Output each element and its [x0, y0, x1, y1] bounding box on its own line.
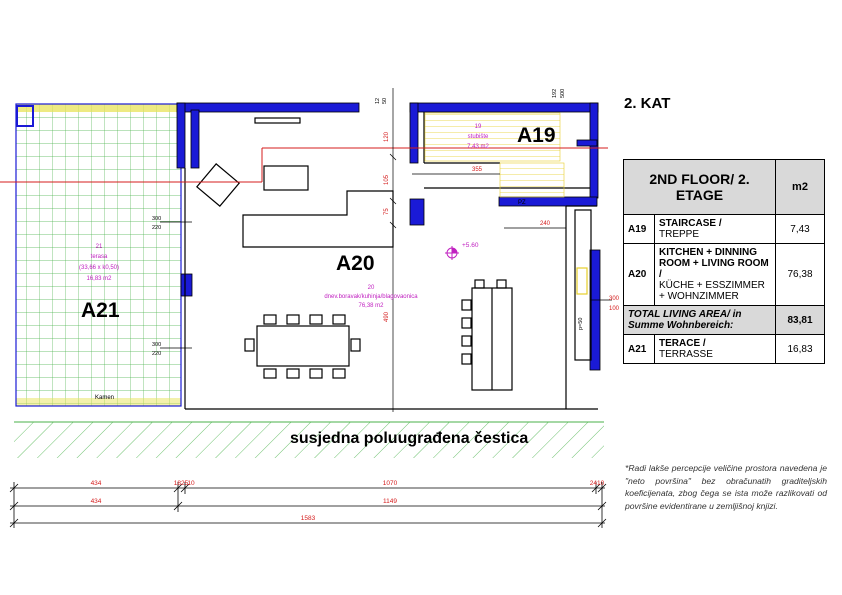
dim-300c: 300: [609, 296, 620, 302]
dim-75: 75: [384, 208, 390, 215]
interior-outline: [184, 112, 598, 410]
kamen-label: Kamen: [95, 395, 114, 401]
dim-row1-c: 10: [187, 480, 195, 487]
area-table-header: 2ND FLOOR/ 2. ETAGE m2: [623, 159, 825, 215]
dim-row2-b: 1149: [383, 498, 397, 505]
dim-row1-e: 2410: [590, 480, 605, 487]
row-desc-de: TREPPE: [659, 229, 700, 240]
room-label-a20: A20: [336, 252, 375, 275]
floor-plan: 1 120 105 75 490 355 240 300 100 300 220…: [0, 88, 620, 528]
bottom-dimensions: [9, 482, 607, 528]
dim-100c: 100: [609, 306, 620, 312]
room-a21-area: 16,83 m2: [86, 276, 112, 282]
row-desc: KITCHEN + DINNING ROOM + LIVING ROOM / K…: [654, 243, 776, 306]
dim-row1-b: 1825: [174, 480, 189, 487]
room-a19-name: stubište: [468, 134, 489, 140]
row-desc-de: TERRASSE: [659, 349, 713, 360]
area-table-title: 2ND FLOOR/ 2. ETAGE: [623, 159, 776, 215]
walls: [176, 102, 601, 371]
room-a19-num: 19: [475, 124, 482, 130]
section-line: [0, 147, 608, 183]
room-a20-area: 76,38 m2: [358, 303, 384, 309]
terrace-area: [15, 103, 182, 407]
dim-12: 12: [375, 98, 381, 104]
dim-500: 500: [560, 89, 566, 98]
floor-title: 2. KAT: [624, 95, 671, 112]
furniture: [196, 163, 588, 391]
room-a21-dims: (33,66 x k0,50): [79, 265, 119, 271]
row-value: 7,43: [775, 214, 825, 244]
row-desc-en: STAIRCASE /: [659, 218, 722, 229]
neighbor-label: susjedna poluugrađena čestica: [290, 430, 529, 447]
area-table: 2ND FLOOR/ 2. ETAGE m2 A19 STAIRCASE / T…: [623, 159, 825, 364]
internal-dimensions: [160, 88, 612, 412]
row-code: A20: [623, 243, 655, 306]
dim-row1-d: 1070: [383, 480, 398, 487]
row-desc-en: KITCHEN + DINNING ROOM + LIVING ROOM /: [659, 247, 769, 280]
total-row: TOTAL LIVING AREA/ in Summe Wohnbereich:…: [623, 305, 825, 335]
dim-300a: 300: [152, 216, 161, 222]
room-a21-name: terasa: [91, 254, 108, 260]
dim-row2-a: 434: [91, 498, 102, 505]
row-code: A21: [623, 334, 655, 364]
dim-120: 120: [384, 131, 390, 142]
area-table-unit: m2: [775, 159, 825, 215]
room-a19-area: 7,43 m2: [467, 144, 489, 150]
table-row: A21 TERACE / TERRASSE 16,83: [623, 334, 825, 364]
dim-300b: 300: [152, 342, 161, 348]
dim-490: 490: [384, 311, 390, 322]
room-a20-num: 20: [368, 285, 375, 291]
staircase: [424, 112, 565, 198]
footnote: *Radi lakše percepcije veličine prostora…: [625, 463, 827, 511]
row-desc-en: TERACE /: [659, 338, 706, 349]
row-code: A19: [623, 214, 655, 244]
total-value: 83,81: [775, 305, 825, 335]
total-label: TOTAL LIVING AREA/ in Summe Wohnbereich:: [623, 305, 776, 335]
room-a20-name: dnev.boravak/kuhinja/blagovaonica: [324, 294, 418, 300]
table-row: A19 STAIRCASE / TREPPE 7,43: [623, 214, 825, 244]
dim-192: 192: [552, 89, 558, 98]
table-row: A20 KITCHEN + DINNING ROOM + LIVING ROOM…: [623, 243, 825, 306]
pz-label: PZ: [518, 200, 526, 206]
dim-220b: 220: [152, 351, 161, 357]
dim-105: 105: [384, 174, 390, 185]
room-a21-num: 21: [96, 244, 103, 250]
dim-row1-a: 434: [91, 480, 102, 487]
row-value: 16,83: [775, 334, 825, 364]
level-marker-icon: [445, 246, 459, 260]
dim-240: 240: [540, 221, 551, 227]
pl-label: p=50: [578, 318, 584, 330]
bottom-dimension-labels: 434 1825 10 1070 2410 434 1149 1583: [91, 480, 605, 522]
neighbor-hatch: [14, 422, 604, 458]
row-desc-de: KÜCHE + ESSZIMMER + WOHNZIMMER: [659, 280, 765, 302]
dim-220a: 220: [152, 225, 161, 231]
room-label-a21: A21: [81, 299, 120, 322]
room-label-a19: A19: [517, 124, 556, 147]
row-desc: STAIRCASE / TREPPE: [654, 214, 776, 244]
dim-355: 355: [472, 167, 483, 173]
level-label: +5.60: [462, 242, 479, 249]
row-value: 76,38: [775, 243, 825, 306]
dim-50: 50: [382, 98, 388, 104]
row-desc: TERACE / TERRASSE: [654, 334, 776, 364]
dim-row3-a: 1583: [301, 515, 316, 522]
